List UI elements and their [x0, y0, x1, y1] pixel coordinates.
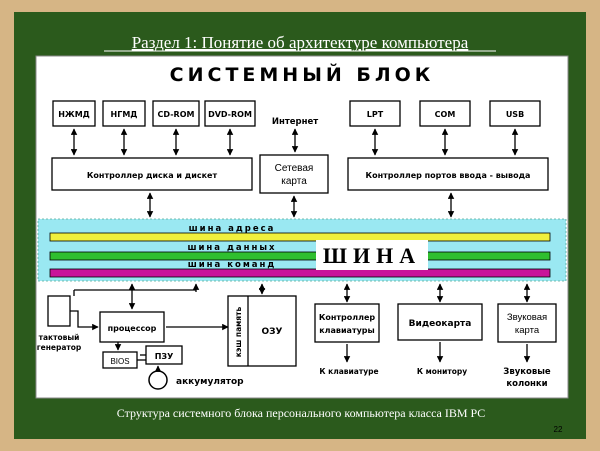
- to-keyboard-label: К клавиатуре: [319, 367, 378, 376]
- internet-label: Интернет: [272, 117, 318, 127]
- network-card-line2: карта: [281, 176, 307, 187]
- battery-label: аккумулятор: [176, 377, 244, 387]
- device-arrows: [70, 128, 519, 156]
- disk-controller: Контроллер диска и дискет: [51, 157, 253, 191]
- slide-caption: Структура системного блока персонального…: [117, 406, 485, 420]
- rom-label: ПЗУ: [155, 352, 174, 361]
- to-monitor-label: К монитору: [417, 367, 467, 376]
- clock-line1: тактовый: [39, 333, 80, 342]
- device-usb: USB: [489, 100, 541, 127]
- rom: ПЗУ: [145, 345, 183, 365]
- keyboard-controller: Контроллер клавиатуры: [314, 303, 380, 343]
- device-lpt: LPT: [349, 100, 401, 127]
- sound-card-line2: карта: [515, 325, 540, 336]
- cache-label: кэш память: [234, 307, 243, 358]
- ports-controller-label: Контроллер портов ввода - вывода: [366, 171, 531, 180]
- data-bus-line: [49, 251, 551, 261]
- sound-card-line1: Звуковая: [507, 312, 547, 323]
- bios-label: BIOS: [110, 357, 129, 366]
- device-cdrom-label: CD-ROM: [158, 110, 195, 119]
- bottom-right-arrows: [343, 283, 531, 363]
- diagram-heading: СИСТЕМНЫЙ БЛОК: [170, 63, 435, 86]
- device-dvdrom: DVD-ROM: [204, 100, 256, 127]
- cpu: процессор: [99, 311, 165, 343]
- battery-icon: [148, 370, 168, 390]
- bottom-left-connectors: [70, 283, 229, 372]
- device-cdrom: CD-ROM: [152, 100, 200, 127]
- ports-controller: Контроллер портов ввода - вывода: [347, 157, 549, 191]
- device-hdd-label: НЖМД: [58, 110, 90, 119]
- bus-label-box: [316, 240, 428, 270]
- device-com-label: COM: [435, 110, 456, 119]
- command-bus-line: [49, 268, 551, 278]
- bios: BIOS: [102, 351, 138, 369]
- speakers-line2: колонки: [506, 379, 547, 389]
- kbd-ctrl-line2: клавиатуры: [319, 326, 375, 335]
- data-bus-label: шина данных: [187, 243, 276, 253]
- speakers-line1: Звуковые: [503, 367, 551, 377]
- controller-bus-arrows: [146, 192, 455, 218]
- device-fdd: НГМД: [102, 100, 146, 127]
- clock-generator: тактовый генератор: [37, 295, 82, 352]
- kbd-ctrl-line1: Контроллер: [319, 313, 376, 322]
- device-dvdrom-label: DVD-ROM: [208, 110, 252, 119]
- video-card: Видеокарта: [397, 303, 483, 341]
- device-lpt-label: LPT: [367, 110, 384, 119]
- ram-label: ОЗУ: [262, 327, 283, 337]
- page-number: 22: [554, 425, 563, 434]
- address-bus-line: [49, 232, 551, 242]
- device-com: COM: [419, 100, 471, 127]
- network-card: Сетевая карта: [259, 154, 329, 194]
- device-fdd-label: НГМД: [111, 110, 138, 119]
- ram-block: кэш память ОЗУ: [227, 295, 297, 367]
- disk-controller-label: Контроллер диска и дискет: [87, 171, 218, 180]
- network-card-line1: Сетевая: [275, 163, 314, 174]
- cpu-label: процессор: [108, 324, 157, 333]
- device-usb-label: USB: [506, 110, 524, 119]
- command-bus-label: шина команд: [188, 260, 277, 270]
- address-bus-label: шина адреса: [189, 224, 276, 234]
- slide-title: Раздел 1: Понятие об архитектуре компьют…: [132, 33, 469, 52]
- device-hdd: НЖМД: [52, 100, 96, 127]
- sound-card: Звуковая карта: [497, 303, 557, 343]
- video-card-label: Видеокарта: [409, 319, 472, 329]
- bus-label: ШИНА: [323, 243, 421, 268]
- clock-line2: генератор: [37, 343, 82, 352]
